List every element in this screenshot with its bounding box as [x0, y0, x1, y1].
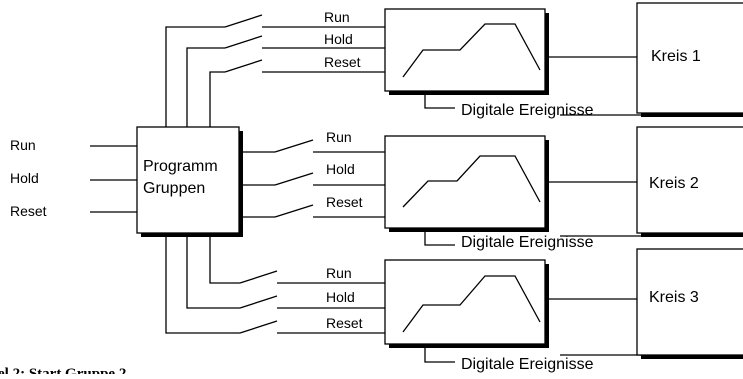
- switch-hold-1: [224, 35, 263, 49]
- feed-channel-1: [165, 26, 225, 127]
- channel-3-events-label: Digitale Ereignisse: [461, 356, 594, 373]
- input-reset-label: Reset: [10, 203, 47, 219]
- switch-hold-2: [274, 172, 314, 186]
- channel-2: Run Hold Reset Digitale Ereignisse Kreis…: [239, 126, 743, 251]
- circuit-label-3: Kreis 3: [649, 289, 699, 306]
- channel-1-events-label: Digitale Ereignisse: [461, 102, 594, 119]
- input-run-label: Run: [10, 137, 36, 153]
- channel-2-events-label: Digitale Ereignisse: [461, 234, 594, 251]
- channel-2-reset-label: Reset: [326, 194, 363, 210]
- switch-run-1: [224, 14, 263, 28]
- switch-reset-2: [274, 204, 314, 218]
- profile-curve-1: [402, 23, 541, 78]
- channel-2-hold-label: Hold: [326, 161, 355, 177]
- switch-hold-3: [239, 295, 278, 309]
- program-group-label-2: Gruppen: [143, 180, 205, 197]
- program-group: Programm Gruppen: [136, 126, 243, 237]
- switch-run-3: [239, 270, 278, 284]
- switch-run-2: [274, 139, 314, 153]
- circuit-label-1: Kreis 1: [651, 48, 701, 65]
- circuit-label-2: Kreis 2: [649, 175, 699, 192]
- figure-caption: el 2: Start Gruppe 2: [0, 366, 126, 374]
- channel-1-run-label: Run: [324, 9, 350, 25]
- profile-curve-3: [402, 275, 541, 333]
- channel-3-hold-label: Hold: [326, 289, 355, 305]
- feed-channel-3: [165, 233, 240, 334]
- channel-1-reset-label: Reset: [324, 54, 361, 70]
- channel-3-run-label: Run: [326, 265, 352, 281]
- channel-3-reset-label: Reset: [326, 315, 363, 331]
- profile-block-1: [384, 8, 546, 92]
- program-group-label-1: Programm: [143, 158, 218, 175]
- input-hold-label: Hold: [10, 170, 39, 186]
- circuit-box-3: [636, 248, 743, 356]
- profile-block-2: [384, 135, 546, 229]
- channel-1-hold-label: Hold: [324, 31, 353, 47]
- channel-3: Run Hold Reset Digitale Ereignisse Kreis…: [239, 248, 743, 373]
- circuit-box-2: [636, 126, 743, 234]
- events-line-1: [424, 91, 455, 109]
- switch-reset-1: [224, 59, 263, 73]
- left-inputs: Run Hold Reset: [10, 137, 137, 219]
- switch-reset-3: [239, 320, 278, 334]
- profile-block-3: [384, 259, 546, 345]
- events-line-3: [424, 344, 455, 363]
- events-line-2: [424, 228, 455, 246]
- channel-2-run-label: Run: [326, 129, 352, 145]
- circuit-box-1: [636, 2, 743, 114]
- channel-1: Run Hold Reset Digitale Ereignisse Kreis…: [224, 2, 743, 119]
- profile-curve-2: [402, 155, 541, 208]
